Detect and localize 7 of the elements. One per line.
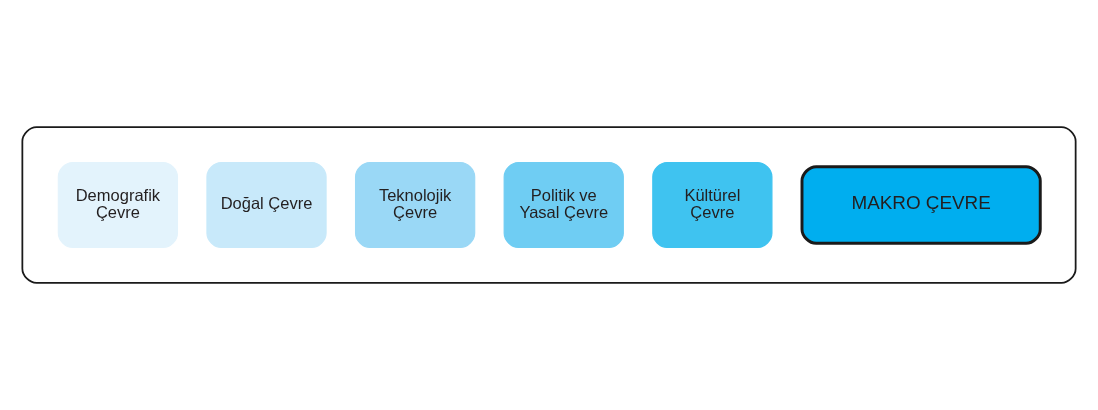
- node-box: Kültürel Çevre: [652, 161, 773, 249]
- node-box: Politik ve Yasal Çevre: [503, 161, 624, 249]
- node-box: Teknolojik Çevre: [354, 161, 476, 249]
- node-box: MAKRO ÇEVRE: [800, 165, 1042, 245]
- node-box: Demografik Çevre: [57, 161, 179, 249]
- cluster: [21, 126, 1077, 284]
- node-box: Doğal Çevre: [206, 161, 327, 249]
